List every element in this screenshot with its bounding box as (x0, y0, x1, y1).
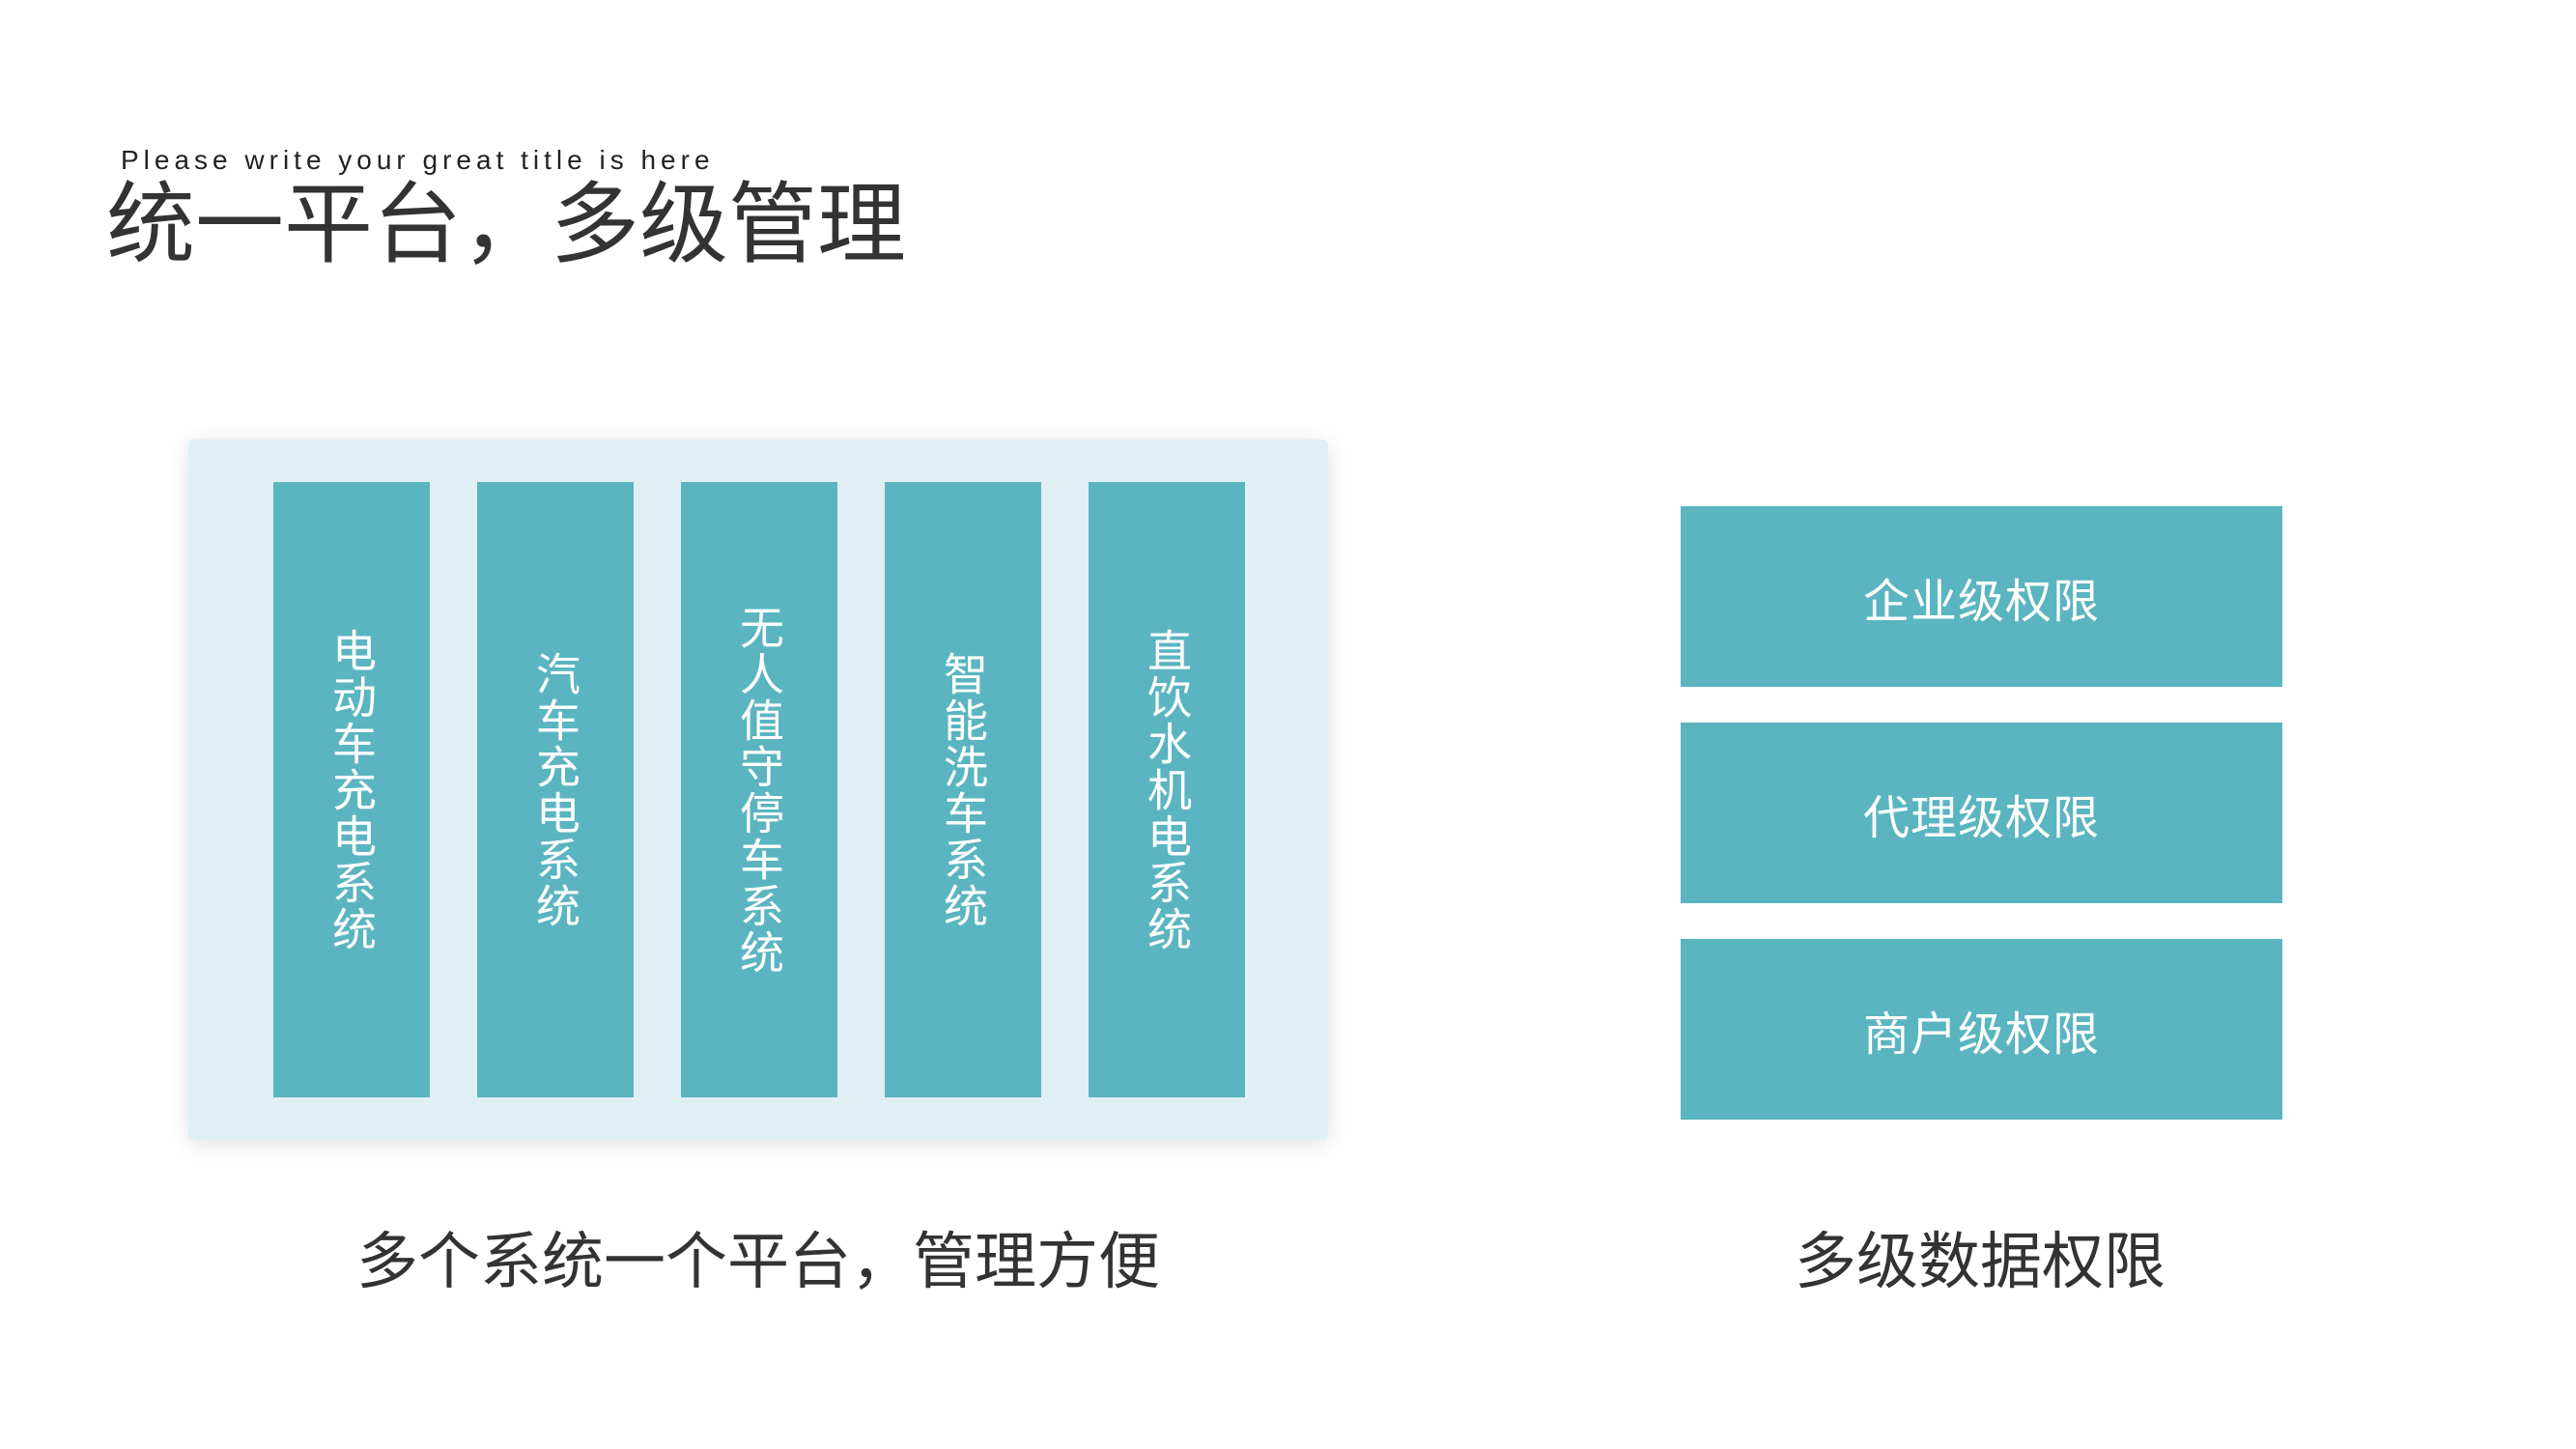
permissions-caption: 多级数据权限 (1795, 1227, 2166, 1298)
slide-subtitle: Please write your great title is here (121, 145, 715, 175)
system-label: 电动车充电系统 (326, 627, 378, 952)
permission-box-merchant: 商户级权限 (1681, 939, 2282, 1120)
systems-caption: 多个系统一个平台，管理方便 (356, 1227, 1160, 1298)
system-column-water-dispenser: 直饮水机电系统 (1089, 482, 1245, 1097)
permission-label: 商户级权限 (1862, 1007, 2100, 1062)
system-label: 直饮水机电系统 (1141, 627, 1193, 952)
permission-box-agent: 代理级权限 (1681, 723, 2282, 903)
system-label: 无人值守停车系统 (733, 604, 785, 976)
systems-panel: 电动车充电系统 汽车充电系统 无人值守停车系统 智能洗车系统 直饮水机电系统 (188, 440, 1328, 1140)
system-label: 智能洗车系统 (937, 650, 989, 929)
system-column-car-wash: 智能洗车系统 (885, 482, 1041, 1097)
permission-box-enterprise: 企业级权限 (1681, 506, 2282, 687)
system-column-parking: 无人值守停车系统 (681, 482, 837, 1097)
system-column-car-charging: 汽车充电系统 (477, 482, 634, 1097)
system-label: 汽车充电系统 (529, 650, 581, 929)
system-column-ev-charging: 电动车充电系统 (273, 482, 430, 1097)
permission-label: 企业级权限 (1862, 574, 2100, 629)
permission-label: 代理级权限 (1862, 790, 2100, 845)
slide-title: 统一平台，多级管理 (106, 173, 907, 276)
